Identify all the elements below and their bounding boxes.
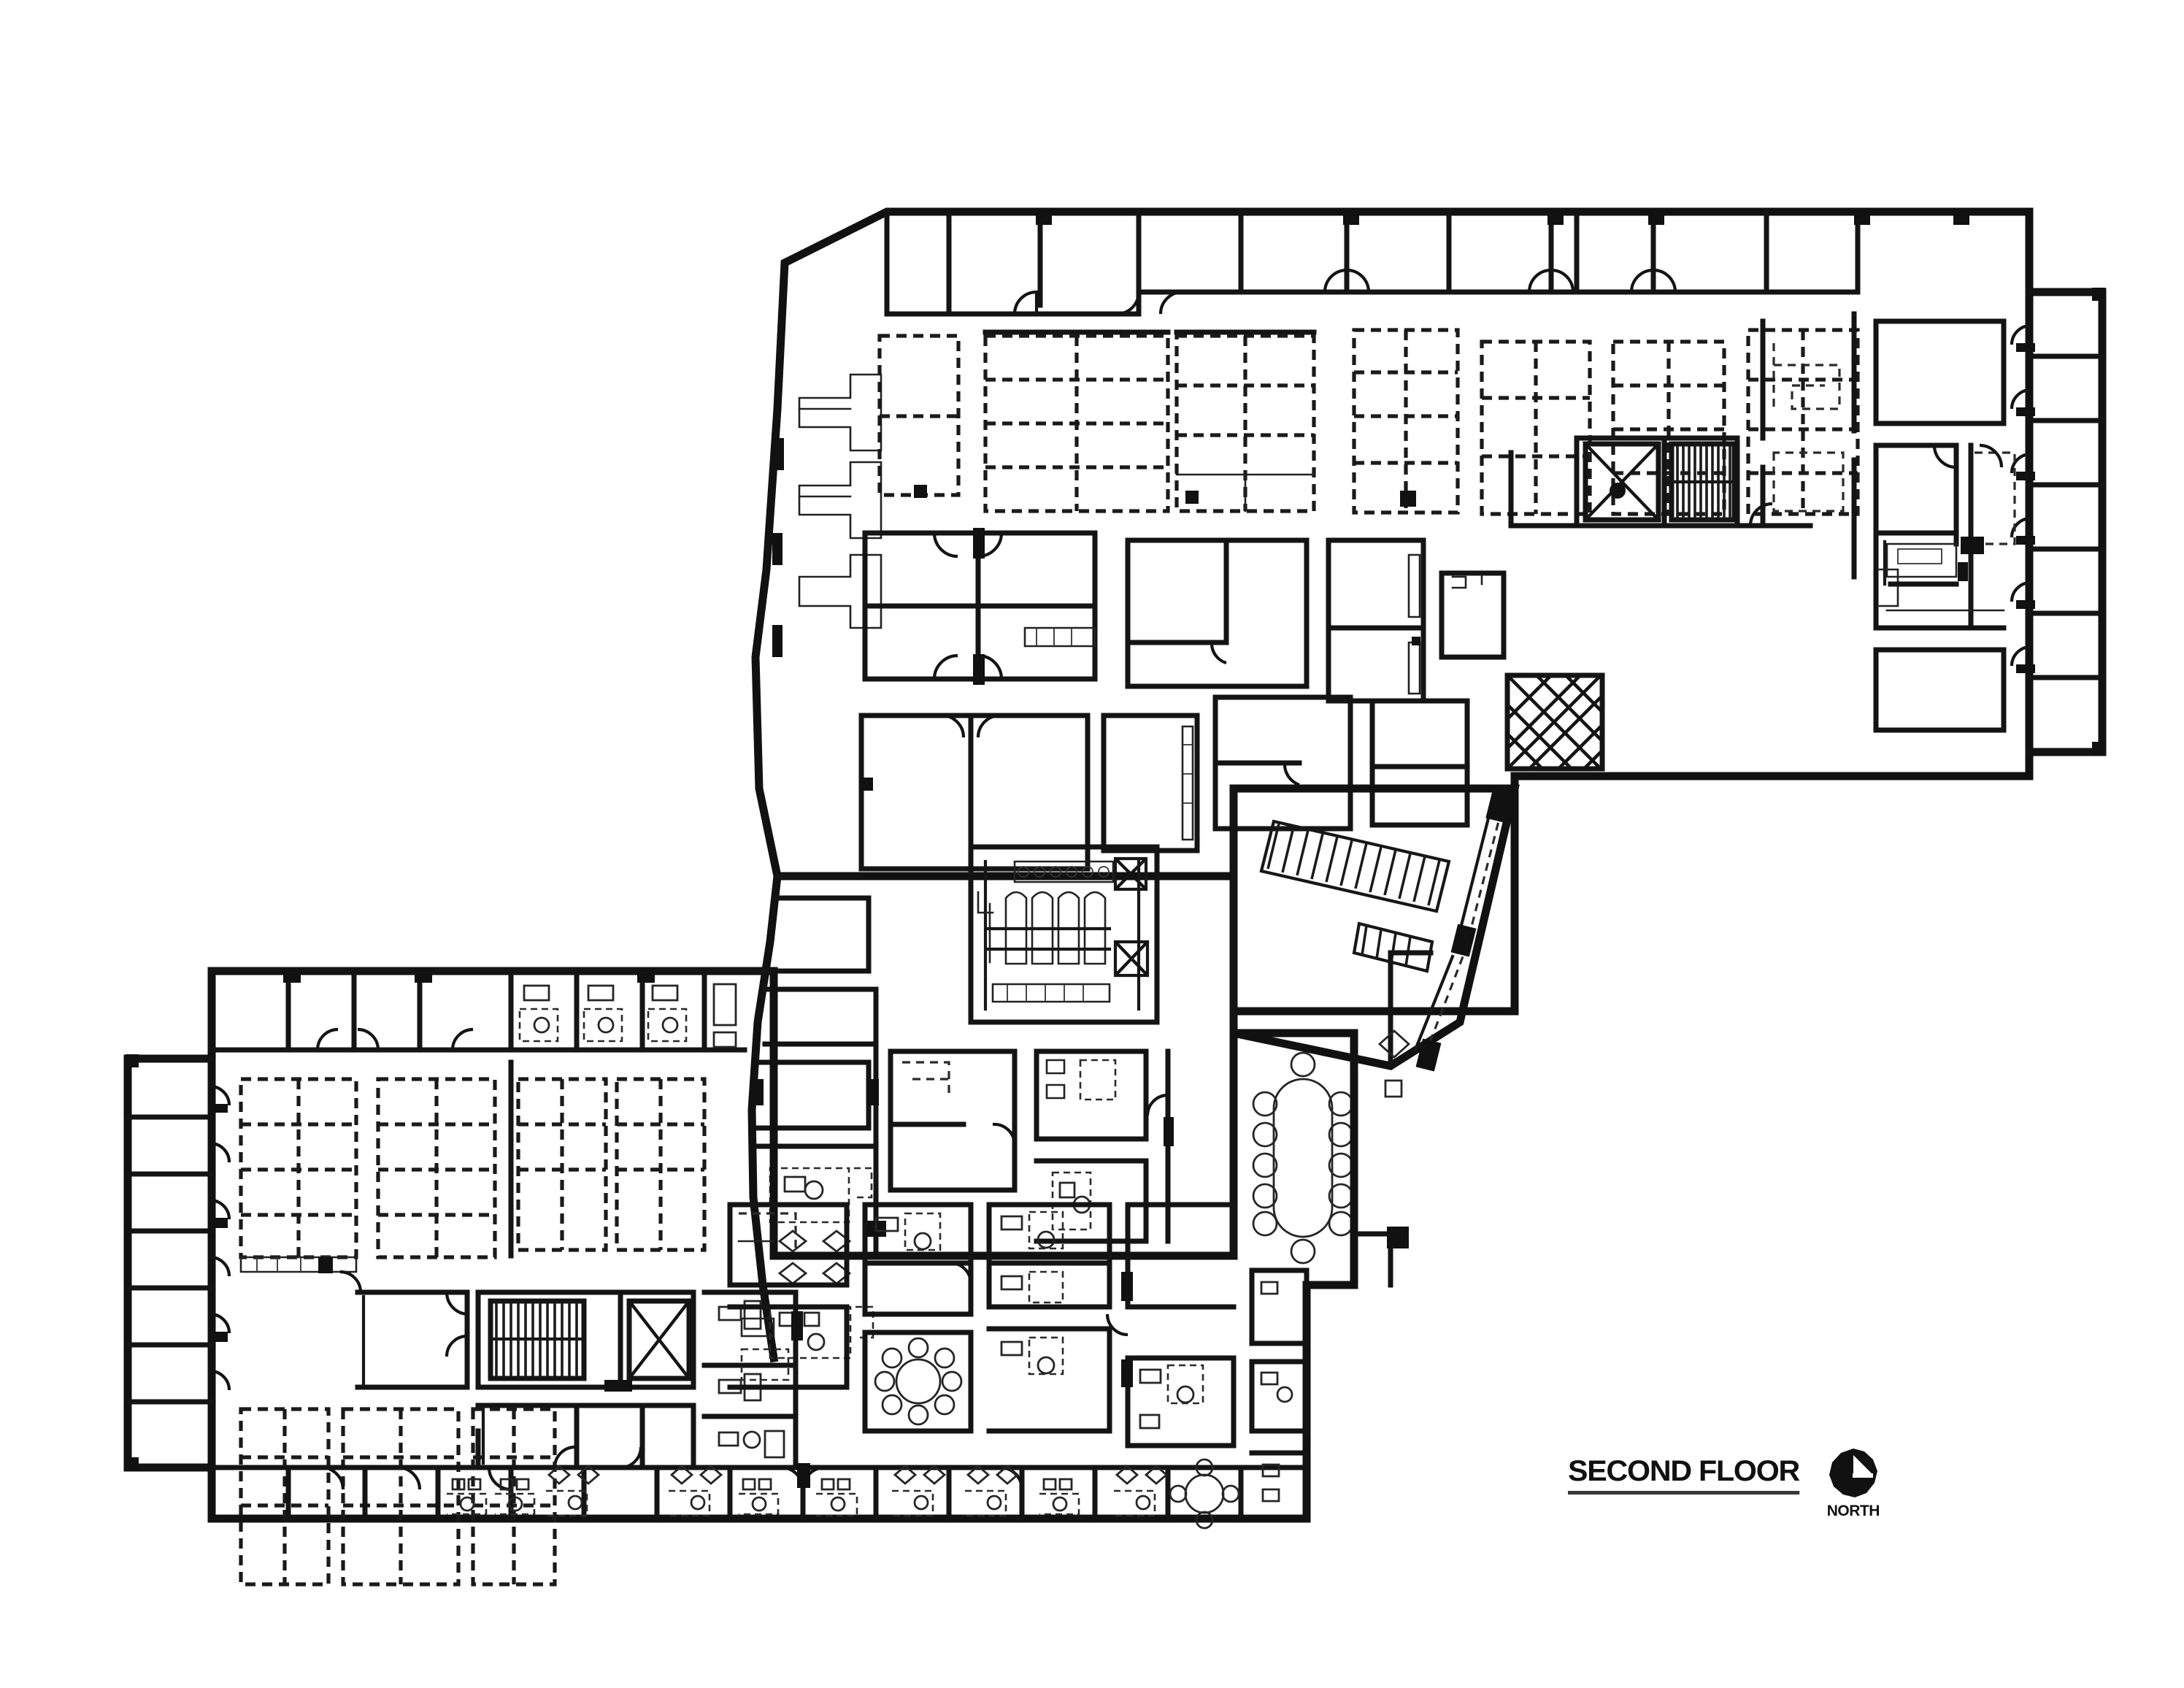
- mechanical-shaft-hatched: [1504, 672, 1605, 772]
- south-wing: [123, 967, 1358, 1587]
- north-label: NORTH: [1826, 1503, 1880, 1519]
- north-arrow-icon: [1829, 1449, 1877, 1497]
- east-perimeter-offices: [2010, 288, 2107, 756]
- south-core: [445, 1289, 696, 1392]
- west-perimeter-offices: [125, 1054, 231, 1470]
- west-wall-furniture: [772, 373, 883, 657]
- north-wing: [751, 207, 2034, 1016]
- office-furniture-row: [518, 983, 737, 1048]
- round-conference-table: [874, 1337, 963, 1426]
- south-private-offices: [209, 1450, 1310, 1530]
- atrium: [1229, 784, 1520, 1072]
- east-wing: [1504, 288, 2107, 772]
- north-indicator: NORTH: [1826, 1446, 1880, 1520]
- sheet-title: SECOND FLOOR: [1568, 1457, 1800, 1495]
- central-link: [747, 784, 1520, 1363]
- workstation-clusters-north-row1: [877, 328, 1860, 516]
- east-service-core: [1873, 442, 2016, 631]
- north-core: [1508, 311, 1857, 580]
- elevator-shaft-north: [1583, 441, 1661, 523]
- stair-south: [488, 1298, 587, 1381]
- south-mid-rooms: [727, 1202, 1310, 1449]
- link-lower-rooms: [888, 1029, 1411, 1288]
- north-perimeter-offices: [884, 209, 1969, 317]
- workstations-south-lower: [239, 1407, 557, 1587]
- elevator-shaft-south: [626, 1298, 692, 1381]
- workstations-south-upper: [239, 1059, 707, 1293]
- oval-conference-table: [1252, 1051, 1354, 1265]
- link-workstations: [769, 1167, 886, 1359]
- north-wing-mid-rooms: [858, 528, 1507, 872]
- monumental-stair: [1259, 819, 1451, 973]
- title-block: SECOND FLOOR NORTH: [1568, 1449, 1880, 1520]
- lab-mechanical-room: [968, 844, 1160, 1025]
- stair-north: [1669, 441, 1737, 523]
- south-wing-north-offices: [209, 968, 777, 1053]
